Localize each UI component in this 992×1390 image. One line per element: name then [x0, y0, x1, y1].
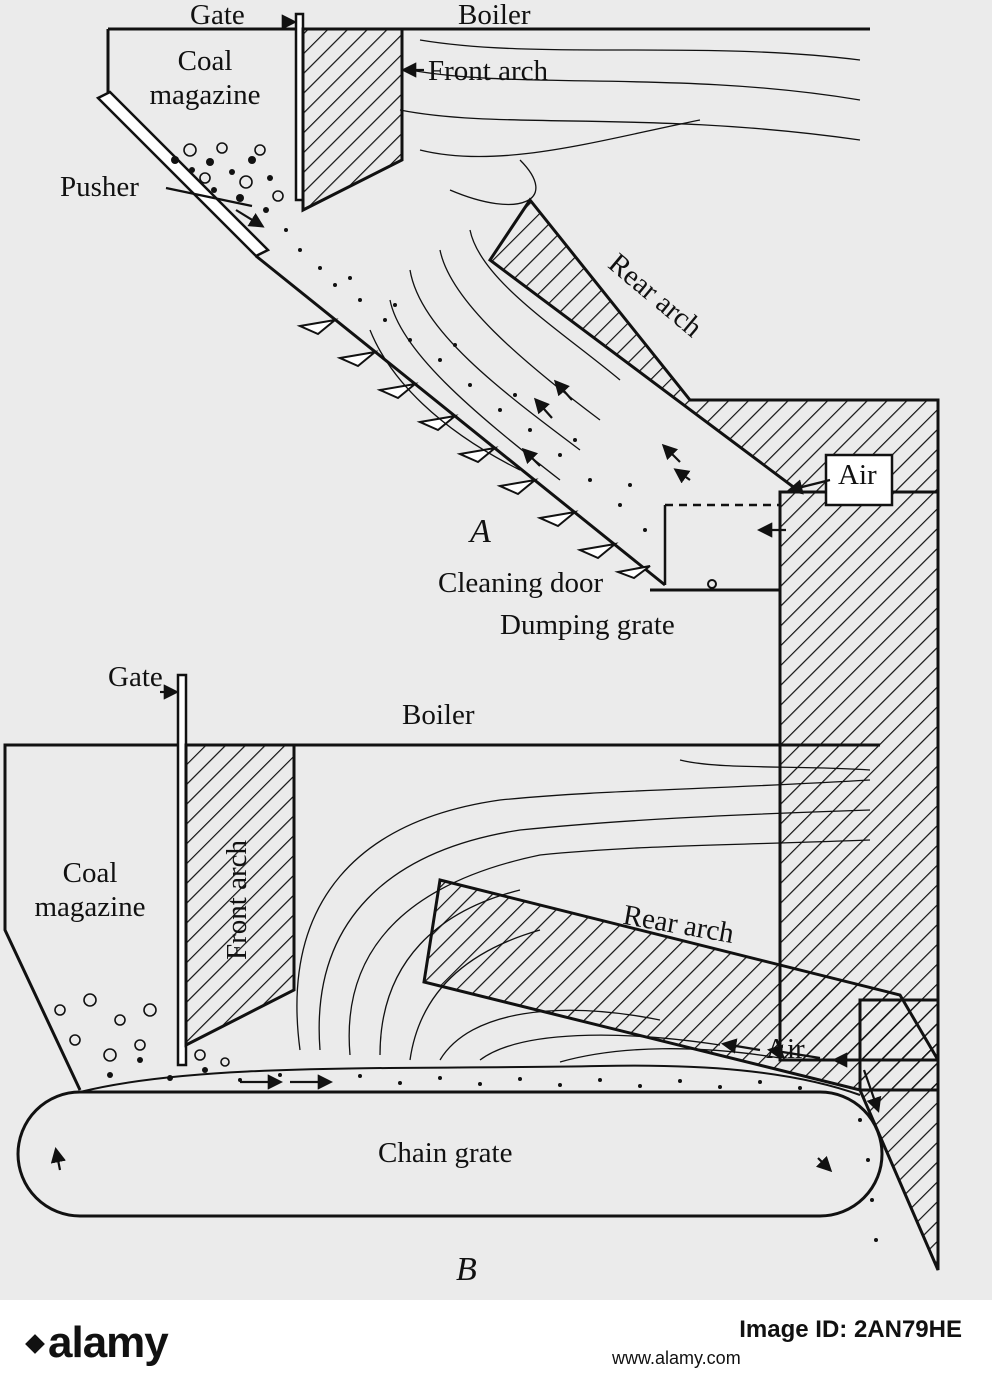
alamy-logo-text: alamy: [48, 1318, 169, 1367]
label-boiler-a: Boiler: [458, 0, 531, 31]
ash-pit-a: [665, 503, 782, 590]
label-pusher-a: Pusher: [60, 171, 139, 203]
label-boiler-b: Boiler: [402, 699, 475, 731]
figure-drawing: [3, 12, 940, 1271]
label-gate-a: Gate: [190, 0, 245, 31]
label-front-arch-b: Front arch: [221, 840, 253, 960]
label-cleaning-door-a: Cleaning door: [438, 567, 604, 599]
coal-lumps-b: [54, 993, 230, 1067]
inclined-grate-a: [255, 254, 666, 587]
stoker-furnace-figure: Gate Boiler Coal magazine Front arch Pus…: [0, 0, 992, 1300]
front-arch-b: [184, 743, 296, 1048]
label-coal-a: Coal: [177, 45, 233, 77]
label-front-arch-a: Front arch: [428, 55, 548, 87]
label-air-b: Air: [766, 1033, 805, 1065]
diagram-b: [3, 673, 940, 1271]
flow-arrows-a: [165, 14, 831, 538]
dumping-grate-pivot-a: [707, 579, 717, 589]
label-letter-a: A: [470, 513, 491, 550]
alamy-diamond-icon: [25, 1334, 45, 1354]
rear-wall-b: [858, 998, 940, 1271]
label-magazine-a: magazine: [149, 79, 261, 111]
alamy-logo: alamy: [25, 1318, 169, 1368]
image-id: Image ID: 2AN79HE: [739, 1314, 962, 1346]
coal-lumps-a: [183, 142, 284, 202]
flow-arrows-b: [50, 684, 882, 1173]
pusher-plate-a: [95, 90, 271, 258]
label-gate-b: Gate: [108, 661, 163, 693]
coal-bed-a: [171, 156, 647, 532]
front-arch-a: [301, 27, 404, 213]
chain-grate-b: [16, 1090, 884, 1218]
watermark-strip: alamy Image ID: 2AN79HE www.alamy.com: [0, 1300, 992, 1390]
gas-flow-b: [296, 759, 871, 1063]
diagram-a: [95, 12, 940, 1062]
image-id-text: Image ID: 2AN79HE: [739, 1316, 962, 1343]
label-letter-b: B: [456, 1251, 477, 1288]
label-coal-b: Coal: [62, 857, 118, 889]
label-magazine-b: magazine: [34, 891, 146, 923]
gas-flow-a: [369, 39, 861, 481]
label-chain-grate-b: Chain grate: [378, 1137, 513, 1169]
fuel-bed-b: [79, 1064, 861, 1096]
magazine-wall-b: [3, 743, 182, 1091]
label-dumping-grate-a: Dumping grate: [500, 609, 675, 641]
label-air-a: Air: [838, 459, 877, 491]
site-url: www.alamy.com: [612, 1348, 741, 1368]
rear-arch-a: [487, 197, 940, 494]
